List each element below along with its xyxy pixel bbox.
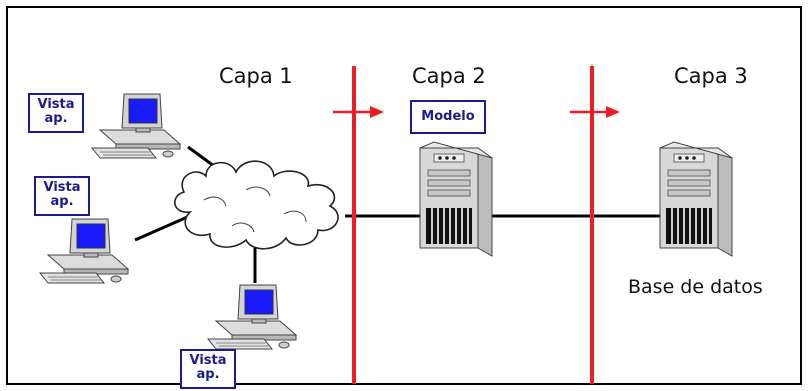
client-computer-1 [91, 93, 181, 159]
client-tag-3: Vista ap. [180, 349, 236, 389]
database-label: Base de datos [628, 276, 763, 298]
client-tag-2: Vista ap. [34, 176, 90, 216]
link-pc2-cloud [134, 213, 193, 242]
diagram-frame [6, 6, 802, 385]
client-tag-line-1: Vista [189, 353, 227, 368]
client-computer-2 [39, 218, 129, 284]
client-tag-line-2: ap. [44, 111, 68, 126]
arrow-right-icon-2 [570, 106, 620, 118]
server-tower-icon [419, 141, 493, 257]
arrow-right-icon [333, 106, 384, 118]
layer-title-2: Capa 2 [412, 64, 486, 88]
client-computer-3 [207, 284, 297, 350]
layer-title-1: Capa 1 [219, 64, 293, 88]
client-tag-line-2: ap. [50, 194, 74, 209]
client-tag-1: Vista ap. [28, 93, 84, 133]
database-server-tower-icon [659, 141, 733, 257]
layer-title-3: Capa 3 [674, 64, 748, 88]
cloud-icon [174, 160, 339, 250]
client-tag-line-2: ap. [196, 367, 220, 382]
server-tag: Modelo [410, 100, 486, 134]
client-tag-line-1: Vista [37, 97, 75, 112]
client-tag-line-1: Vista [43, 180, 81, 195]
